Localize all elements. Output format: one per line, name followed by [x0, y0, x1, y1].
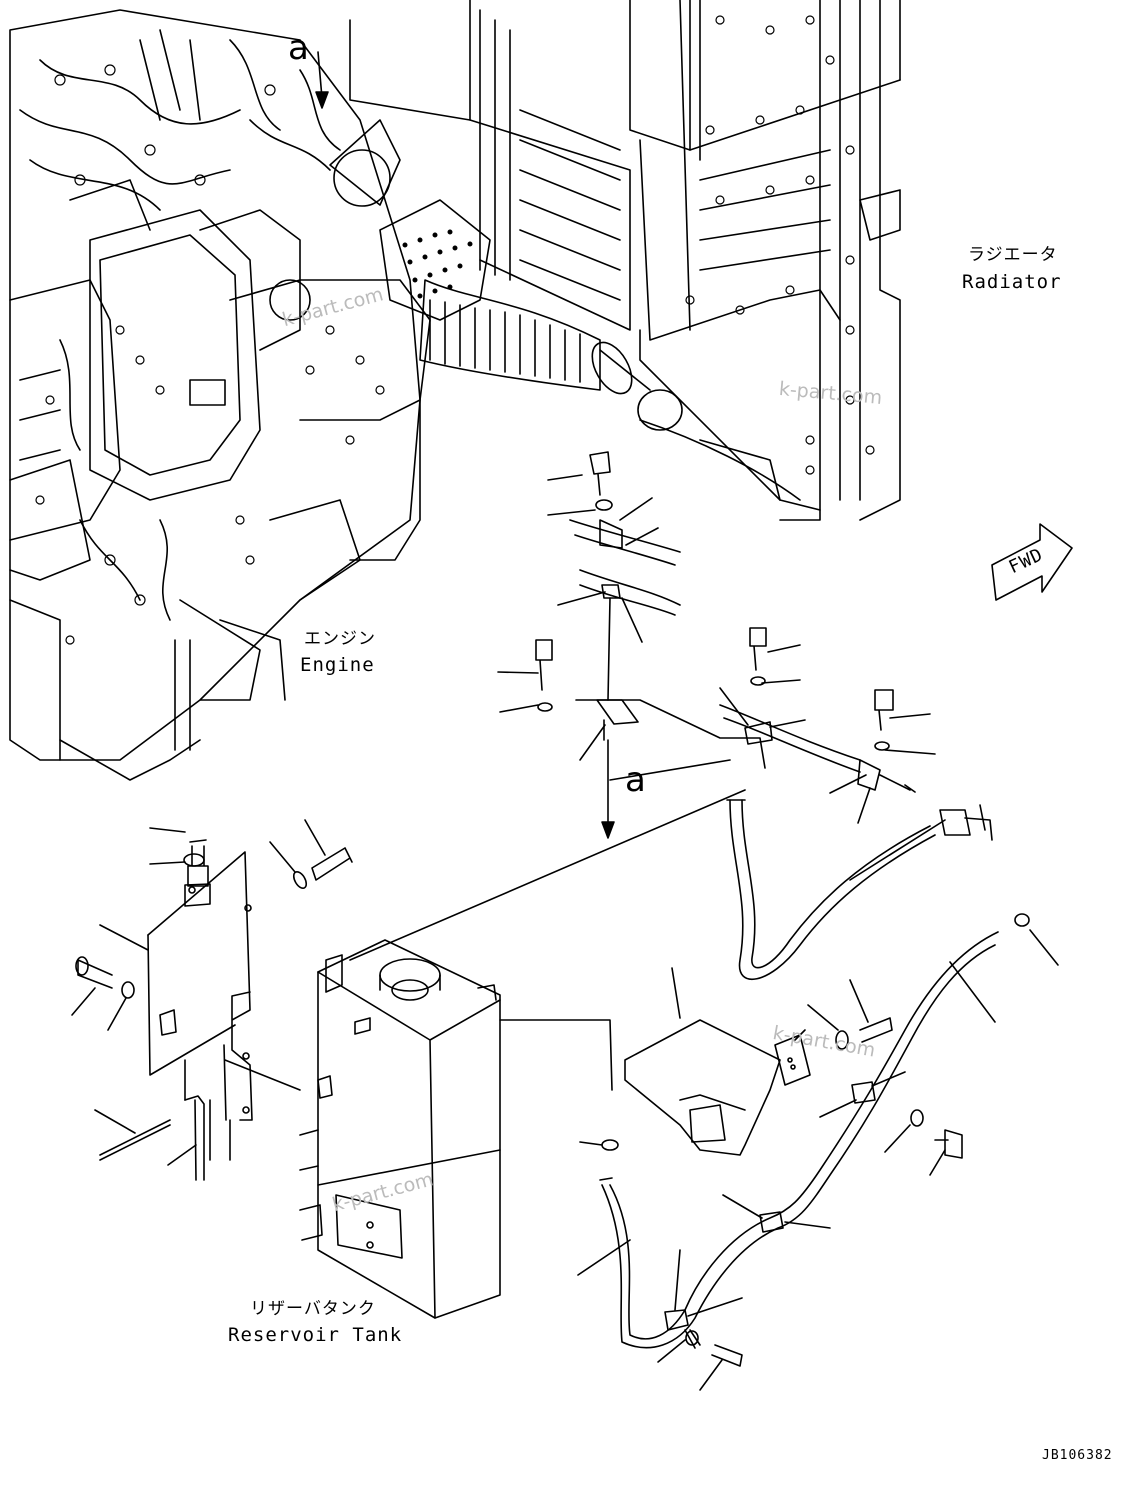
- tank-label-en: Reservoir Tank: [228, 1324, 403, 1346]
- tank-bracket-group: [71, 819, 353, 1181]
- upper-hose-clamp-group: [497, 451, 993, 881]
- lower-pipe-group: [577, 913, 1059, 1391]
- engine-label-jp: エンジン: [304, 629, 376, 649]
- radiator-label-jp: ラジエータ: [968, 245, 1058, 265]
- ref-a-mid: a: [625, 760, 646, 800]
- tank-label-jp: リザーバタンク: [250, 1299, 376, 1319]
- drawing-code: JB106382: [1042, 1448, 1113, 1463]
- reservoir-tank: [299, 939, 613, 1319]
- overflow-hose: [349, 789, 936, 981]
- fwd-arrow: [991, 523, 1073, 601]
- ref-a-top: a: [288, 28, 309, 68]
- radiator-assembly: [349, 0, 901, 521]
- engine-assembly: [9, 9, 431, 781]
- radiator-label-en: Radiator: [962, 271, 1062, 293]
- engine-label-en: Engine: [300, 654, 375, 676]
